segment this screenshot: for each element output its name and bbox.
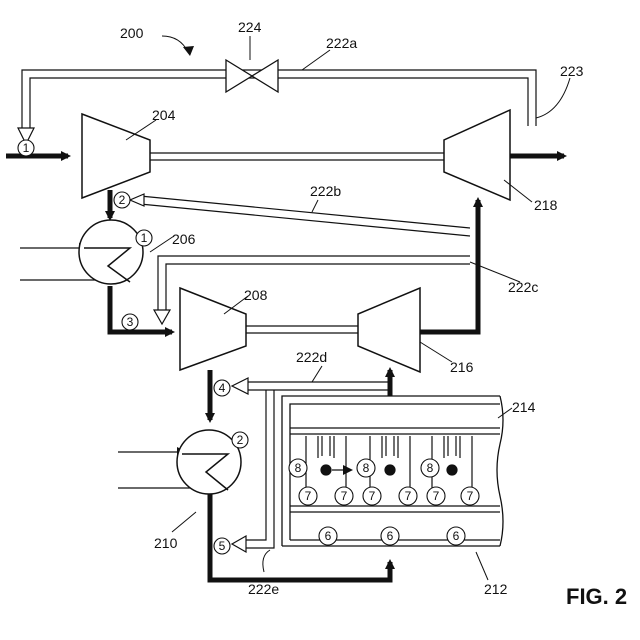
shaft-208-216 bbox=[246, 326, 358, 333]
svg-text:8: 8 bbox=[427, 461, 434, 475]
line-222e-arrow bbox=[232, 536, 246, 552]
leader-216 bbox=[420, 342, 452, 362]
svg-text:2: 2 bbox=[237, 433, 244, 447]
svg-text:3: 3 bbox=[127, 315, 134, 329]
state-point-7f: 7 bbox=[461, 487, 479, 505]
label-222a: 222a bbox=[326, 35, 357, 51]
line-222e bbox=[244, 390, 274, 548]
state-point-7e: 7 bbox=[427, 487, 445, 505]
svg-text:7: 7 bbox=[341, 489, 348, 503]
line-222d bbox=[246, 382, 390, 390]
state-point-6a: 6 bbox=[319, 527, 337, 545]
leader-222b bbox=[312, 200, 318, 212]
label-222c: 222c bbox=[508, 279, 538, 295]
state-point-2: 2 bbox=[114, 192, 130, 208]
state-point-8c: 8 bbox=[421, 459, 439, 477]
state-point-1: 1 bbox=[18, 140, 34, 156]
label-204: 204 bbox=[152, 107, 176, 123]
leader-222e bbox=[263, 550, 270, 572]
state-point-5: 5 bbox=[214, 538, 230, 554]
label-216: 216 bbox=[450, 359, 474, 375]
label-222e: 222e bbox=[248, 581, 279, 597]
label-223: 223 bbox=[560, 63, 584, 79]
state-point-6c: 6 bbox=[447, 527, 465, 545]
heat-exchanger-210 bbox=[118, 430, 241, 494]
shaft-204-218 bbox=[150, 153, 444, 160]
label-222d: 222d bbox=[296, 349, 327, 365]
state-point-7b: 7 bbox=[335, 487, 353, 505]
line-222d-arrow bbox=[232, 378, 248, 394]
cylinder-1 bbox=[306, 436, 346, 496]
label-200: 200 bbox=[120, 25, 144, 41]
state-point-7a: 7 bbox=[299, 487, 317, 505]
heat-exchanger-206 bbox=[20, 220, 143, 284]
valve-224 bbox=[226, 60, 278, 92]
compressor-204 bbox=[82, 114, 150, 198]
svg-text:7: 7 bbox=[305, 489, 312, 503]
leader-200 bbox=[162, 36, 188, 52]
state-point-6b: 6 bbox=[381, 527, 399, 545]
label-206: 206 bbox=[172, 231, 196, 247]
state-point-7d: 7 bbox=[399, 487, 417, 505]
svg-text:8: 8 bbox=[295, 461, 302, 475]
hx2-mark: 2 bbox=[232, 432, 248, 448]
line-222c-arrow bbox=[154, 310, 170, 324]
label-222b: 222b bbox=[310, 183, 341, 199]
svg-text:6: 6 bbox=[453, 529, 460, 543]
svg-text:7: 7 bbox=[369, 489, 376, 503]
compressor-208 bbox=[180, 288, 246, 370]
arrow-200-icon bbox=[183, 46, 194, 56]
main-flow-lines bbox=[6, 156, 564, 580]
svg-text:5: 5 bbox=[219, 539, 226, 553]
svg-text:4: 4 bbox=[219, 381, 226, 395]
state-point-4: 4 bbox=[214, 380, 230, 396]
leader-223 bbox=[536, 78, 570, 118]
leader-222a bbox=[302, 50, 330, 70]
line-222b-arrow bbox=[130, 194, 144, 206]
svg-text:1: 1 bbox=[23, 141, 30, 155]
svg-text:2: 2 bbox=[119, 193, 126, 207]
turbine-218 bbox=[444, 110, 510, 200]
leader-222d bbox=[312, 366, 322, 382]
state-point-7c: 7 bbox=[363, 487, 381, 505]
svg-text:6: 6 bbox=[325, 529, 332, 543]
svg-text:8: 8 bbox=[363, 461, 370, 475]
state-point-3: 3 bbox=[122, 314, 138, 330]
leader-214 bbox=[498, 408, 512, 418]
label-224: 224 bbox=[238, 19, 262, 35]
figure-title: FIG. 2 bbox=[566, 584, 627, 609]
hx1-mark: 1 bbox=[136, 230, 152, 246]
svg-text:6: 6 bbox=[387, 529, 394, 543]
svg-text:7: 7 bbox=[433, 489, 440, 503]
label-208: 208 bbox=[244, 287, 268, 303]
leader-212 bbox=[476, 552, 488, 580]
cylinder-2 bbox=[370, 436, 410, 496]
label-214: 214 bbox=[512, 399, 536, 415]
svg-text:1: 1 bbox=[141, 231, 148, 245]
svg-text:7: 7 bbox=[467, 489, 474, 503]
leader-206 bbox=[150, 236, 174, 252]
label-210: 210 bbox=[154, 535, 178, 551]
svg-text:7: 7 bbox=[405, 489, 412, 503]
label-218: 218 bbox=[534, 197, 558, 213]
leader-210 bbox=[172, 512, 196, 532]
state-point-8b: 8 bbox=[357, 459, 375, 477]
line-222b bbox=[140, 196, 470, 236]
turbine-216 bbox=[358, 288, 420, 372]
state-point-8a: 8 bbox=[289, 459, 307, 477]
label-212: 212 bbox=[484, 581, 508, 597]
